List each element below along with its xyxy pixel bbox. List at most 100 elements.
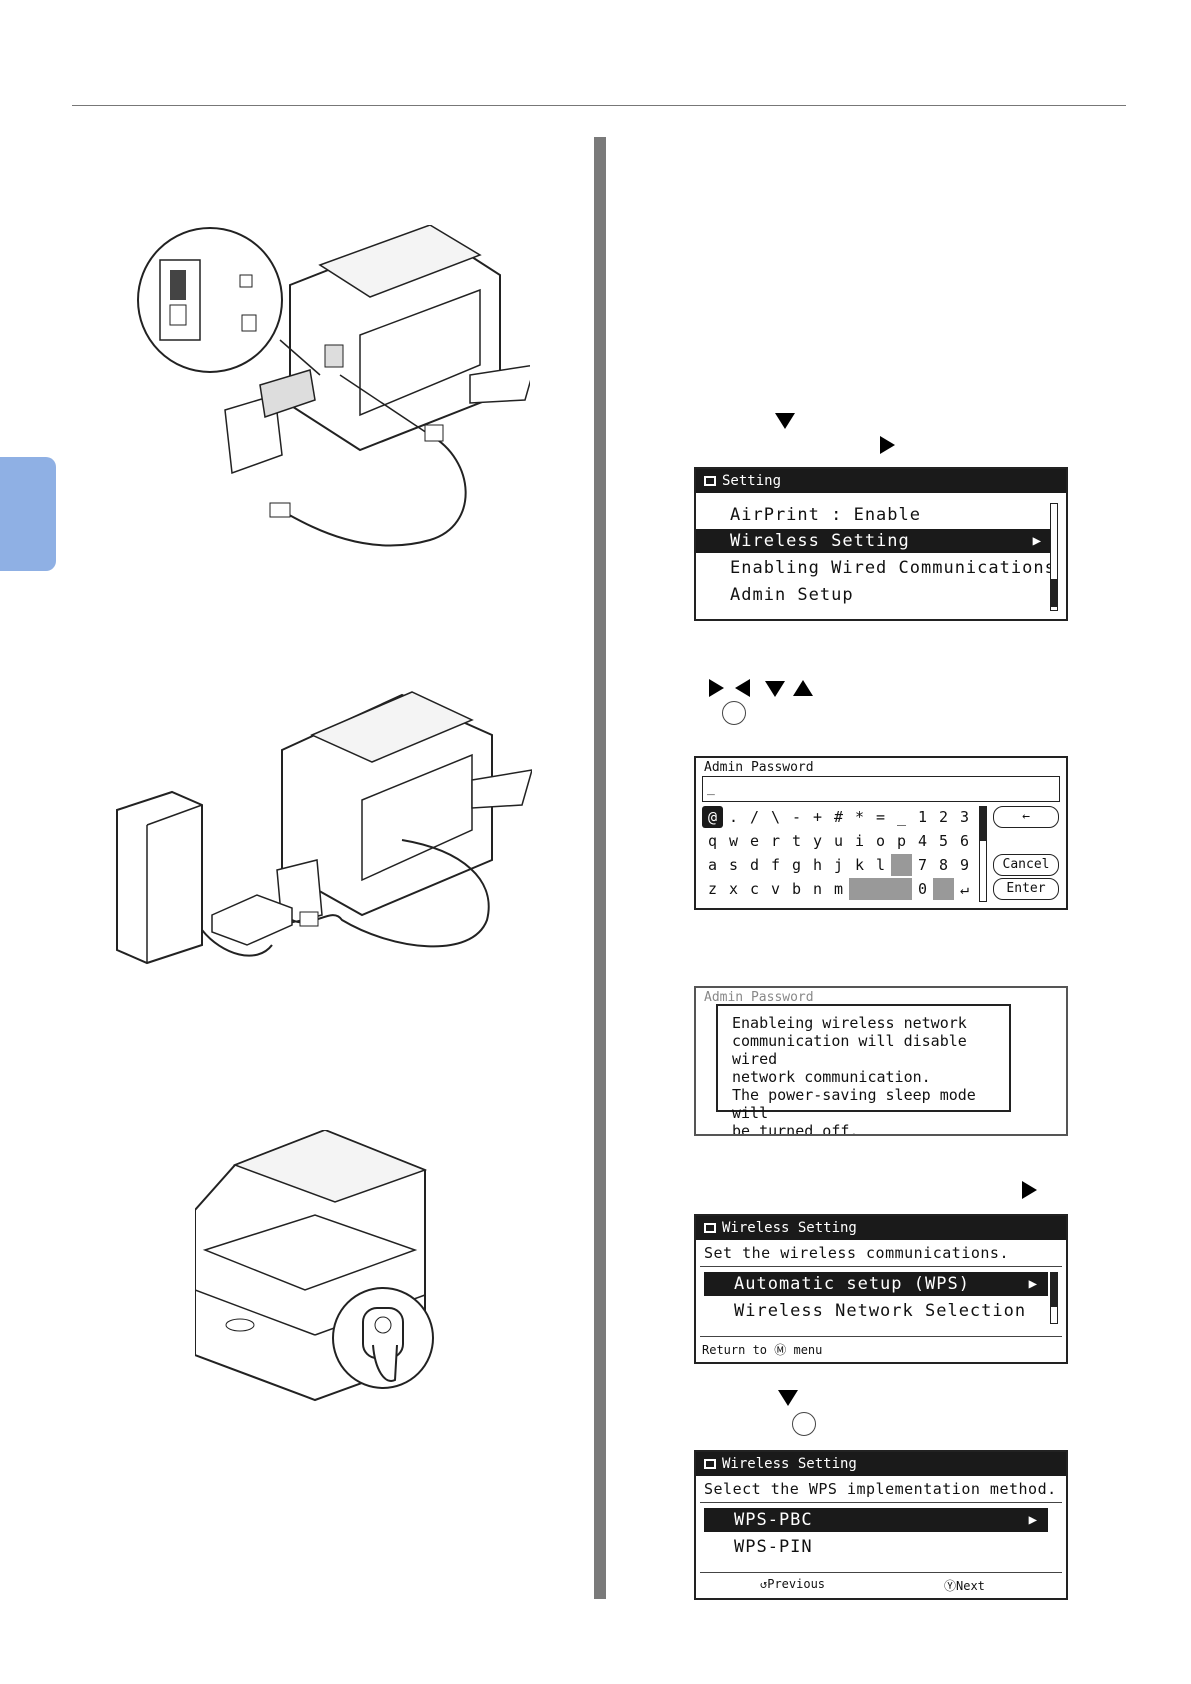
key-disabled — [891, 878, 912, 900]
key[interactable]: @ — [702, 806, 723, 828]
key[interactable]: g — [791, 856, 802, 874]
key[interactable]: _ — [896, 808, 907, 826]
key[interactable]: = — [875, 808, 886, 826]
key[interactable]: x — [728, 880, 739, 898]
menu-item-airprint[interactable]: AirPrint : Enable — [696, 503, 1066, 527]
key[interactable]: t — [791, 832, 802, 850]
warning-line: The power-saving sleep mode will — [732, 1086, 976, 1122]
key[interactable]: o — [875, 832, 886, 850]
menu-item-automatic-setup-wps[interactable]: Automatic setup (WPS)▶ — [704, 1272, 1048, 1296]
key[interactable]: 4 — [917, 832, 928, 850]
password-title: Admin Password — [704, 760, 814, 775]
warning-line: be turned off. — [732, 1122, 859, 1136]
key[interactable]: f — [770, 856, 781, 874]
key[interactable]: 6 — [959, 832, 970, 850]
key[interactable]: q — [707, 832, 718, 850]
key[interactable]: n — [812, 880, 823, 898]
wireless-header: Wireless Setting — [696, 1216, 1066, 1240]
next-button[interactable]: ⓎNext — [944, 1579, 985, 1593]
key[interactable]: m — [833, 880, 844, 898]
menu-item-wps-pbc[interactable]: WPS-PBC▶ — [704, 1508, 1048, 1532]
left-key-icon — [735, 679, 750, 697]
power-switch-illustration — [195, 1130, 455, 1420]
key[interactable]: i — [854, 832, 865, 850]
key[interactable]: a — [707, 856, 718, 874]
enter-button[interactable]: Enter — [993, 878, 1059, 900]
key[interactable]: 3 — [959, 808, 970, 826]
key[interactable]: \ — [770, 808, 781, 826]
key[interactable]: h — [812, 856, 823, 874]
warning-line: communication will disable wired — [732, 1032, 967, 1068]
key[interactable]: / — [749, 808, 760, 826]
key[interactable]: 7 — [917, 856, 928, 874]
key[interactable]: r — [770, 832, 781, 850]
key[interactable]: 0 — [917, 880, 928, 898]
warning-line: network communication. — [732, 1068, 931, 1086]
key[interactable]: . — [728, 808, 739, 826]
key[interactable]: u — [833, 832, 844, 850]
key[interactable]: 8 — [938, 856, 949, 874]
key-disabled — [849, 878, 870, 900]
key[interactable]: 9 — [959, 856, 970, 874]
key[interactable]: w — [728, 832, 739, 850]
submenu-arrow-icon: ▶ — [1028, 1276, 1038, 1292]
keyboard-scrollbar[interactable] — [979, 806, 987, 902]
key[interactable]: # — [833, 808, 844, 826]
key[interactable]: * — [854, 808, 865, 826]
lcd-wireless-setting: Wireless Setting Set the wireless commun… — [694, 1214, 1068, 1364]
wireless-subtitle: Set the wireless communications. — [704, 1244, 1009, 1262]
key[interactable]: z — [707, 880, 718, 898]
key[interactable]: c — [749, 880, 760, 898]
ok-button-icon — [792, 1412, 816, 1436]
key[interactable]: s — [728, 856, 739, 874]
divider-line — [700, 1266, 1062, 1267]
return-to-menu-hint: Return to Ⓜ menu — [702, 1343, 823, 1357]
menu-scrollbar[interactable] — [1050, 503, 1058, 611]
key[interactable]: 2 — [938, 808, 949, 826]
menu-item-wireless-network-selection[interactable]: Wireless Network Selection — [696, 1299, 1066, 1323]
ok-button-icon — [722, 701, 746, 725]
password-input[interactable]: _ — [702, 776, 1060, 802]
key[interactable]: + — [812, 808, 823, 826]
key[interactable]: b — [791, 880, 802, 898]
key[interactable]: j — [833, 856, 844, 874]
cancel-button[interactable]: Cancel — [993, 854, 1059, 876]
key[interactable]: d — [749, 856, 760, 874]
menu-scrollbar[interactable] — [1050, 1272, 1058, 1324]
previous-button[interactable]: ↺Previous — [760, 1577, 826, 1591]
menu-item-label: WPS-PIN — [734, 1537, 813, 1557]
key[interactable]: v — [770, 880, 781, 898]
key[interactable]: e — [749, 832, 760, 850]
menu-item-enabling-wired[interactable]: Enabling Wired Communications — [696, 556, 1066, 580]
divider-line — [700, 1572, 1062, 1573]
lcd-warning-dialog: Admin Password Enableing wireless networ… — [694, 986, 1068, 1136]
header-rule — [72, 105, 1126, 106]
key[interactable]: 5 — [938, 832, 949, 850]
backspace-button[interactable]: ← — [993, 806, 1059, 828]
warning-line: Enableing wireless network — [732, 1014, 967, 1032]
key[interactable]: l — [875, 856, 886, 874]
column-divider — [594, 137, 606, 1599]
divider-line — [700, 1502, 1062, 1503]
background-title: Admin Password — [704, 990, 814, 1005]
submenu-arrow-icon: ▶ — [1032, 533, 1042, 549]
lcd-setting-menu: Setting AirPrint : Enable Wireless Setti… — [694, 467, 1068, 621]
key[interactable]: k — [854, 856, 865, 874]
menu-item-wireless-setting[interactable]: Wireless Setting ▶ — [696, 529, 1052, 553]
key[interactable]: - — [791, 808, 802, 826]
menu-item-admin-setup[interactable]: Admin Setup — [696, 583, 1066, 607]
key[interactable]: 1 — [917, 808, 928, 826]
down-key-icon — [765, 681, 785, 697]
menu-item-label: Wireless Setting — [730, 531, 910, 551]
menu-item-wps-pin[interactable]: WPS-PIN — [696, 1535, 1066, 1559]
setting-icon — [704, 476, 716, 486]
key[interactable]: y — [812, 832, 823, 850]
enter-key-icon[interactable]: ↵ — [959, 880, 970, 898]
menu-item-label: Wireless Network Selection — [734, 1301, 1027, 1321]
key[interactable]: p — [896, 832, 907, 850]
